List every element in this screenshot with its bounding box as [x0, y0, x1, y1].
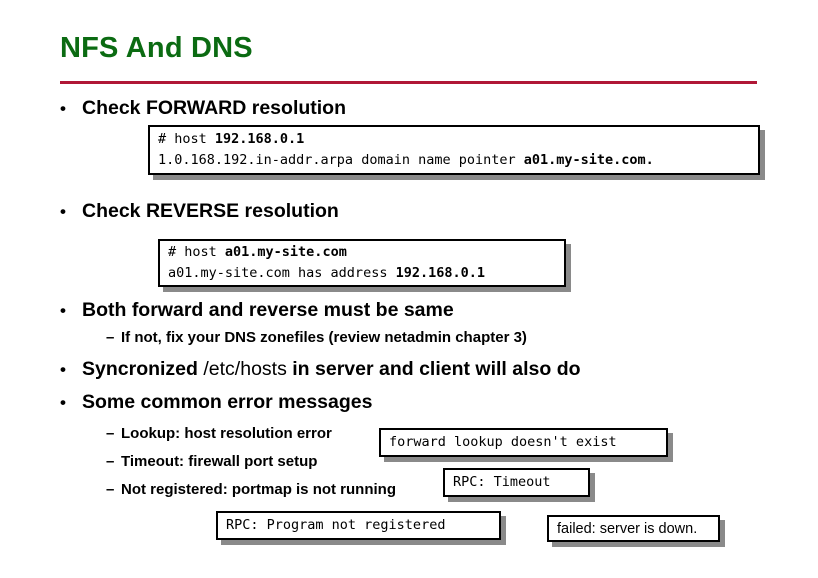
- bullet-dot-icon: •: [60, 393, 66, 412]
- code-box-reverse-check-line2: a01.my-site.com has address 192.168.0.1: [160, 263, 564, 284]
- code-box-forward-lookup-error-text: forward lookup doesn't exist: [389, 434, 617, 451]
- subbullet-dash-icon: –: [106, 329, 115, 346]
- code-box-forward-check: # host 192.168.0.1 1.0.168.192.in-addr.a…: [148, 125, 760, 175]
- code-box-reverse-check-line1: # host a01.my-site.com: [160, 242, 564, 263]
- code-box-rpc-timeout: RPC: Timeout: [443, 468, 590, 497]
- subbullet-error-timeout: –Timeout: firewall port setup: [106, 453, 318, 471]
- reverse-check-line2-bold: 192.168.0.1: [395, 265, 485, 281]
- code-box-forward-check-line2: 1.0.168.192.in-addr.arpa domain name poi…: [150, 150, 758, 171]
- bullet-both-same-label: Both forward and reverse must be same: [82, 299, 454, 321]
- subbullet-dash-icon: –: [106, 481, 115, 498]
- bullet-common-errors: • Some common error messages: [60, 391, 373, 413]
- reverse-check-line1-regular: # host: [168, 244, 225, 261]
- forward-check-line1-bold: 192.168.0.1: [214, 131, 305, 148]
- reverse-check-line1-bold: a01.my-site.com: [224, 244, 347, 261]
- subbullet-error-lookup-label: Lookup: host resolution error: [121, 425, 332, 442]
- subbullet-error-notregistered: –Not registered: portmap is not running: [106, 481, 397, 499]
- subbullet-dash-icon: –: [106, 425, 115, 442]
- code-box-server-down-text: failed: server is down.: [557, 520, 698, 537]
- bullet-sync-hosts: • Syncronized /etc/hosts in server and cl…: [60, 358, 581, 380]
- code-box-rpc-program-not-registered: RPC: Program not registered: [216, 511, 501, 540]
- code-box-rpc-timeout-text: RPC: Timeout: [453, 474, 551, 491]
- bullet-check-reverse-label: Check REVERSE resolution: [82, 200, 339, 222]
- subbullet-error-notregistered-label: Not registered: portmap is not running: [121, 481, 397, 498]
- subbullet-dash-icon: –: [106, 453, 115, 470]
- bullet-both-same: • Both forward and reverse must be same: [60, 299, 454, 321]
- subbullet-error-timeout-label: Timeout: firewall port setup: [121, 453, 318, 470]
- bullet-check-forward-label: Check FORWARD resolution: [82, 97, 347, 119]
- code-box-forward-check-line1: # host 192.168.0.1: [150, 129, 758, 150]
- subbullet-zonefiles: –If not, fix your DNS zonefiles (review …: [106, 329, 527, 347]
- bullet-dot-icon: •: [60, 360, 66, 379]
- forward-check-line1-regular: # host: [158, 131, 215, 148]
- bullet-sync-pre: Syncronized: [82, 358, 204, 380]
- bullet-dot-icon: •: [60, 301, 66, 320]
- code-box-forward-lookup-error: forward lookup doesn't exist: [379, 428, 668, 457]
- bullet-sync-post: in server and client will also do: [286, 358, 581, 380]
- bullet-sync-etchosts: /etc/hosts: [203, 358, 287, 380]
- code-box-reverse-check: # host a01.my-site.com a01.my-site.com h…: [158, 239, 566, 287]
- code-box-server-down: failed: server is down.: [547, 515, 720, 542]
- reverse-check-line2-regular: a01.my-site.com has address: [168, 265, 396, 281]
- bullet-dot-icon: •: [60, 99, 66, 118]
- forward-check-line2-bold: a01.my-site.com.: [523, 152, 654, 168]
- title-divider-rule: [60, 81, 757, 84]
- bullet-check-forward: • Check FORWARD resolution: [60, 97, 347, 119]
- bullet-check-reverse: • Check REVERSE resolution: [60, 200, 339, 222]
- bullet-common-errors-label: Some common error messages: [82, 391, 373, 413]
- forward-check-line2-regular: 1.0.168.192.in-addr.arpa domain name poi…: [158, 152, 524, 168]
- bullet-dot-icon: •: [60, 202, 66, 221]
- subbullet-zonefiles-label: If not, fix your DNS zonefiles (review n…: [121, 329, 527, 346]
- page-title: NFS And DNS: [60, 32, 253, 64]
- code-box-rpc-program-not-registered-text: RPC: Program not registered: [226, 517, 446, 534]
- subbullet-error-lookup: –Lookup: host resolution error: [106, 425, 332, 443]
